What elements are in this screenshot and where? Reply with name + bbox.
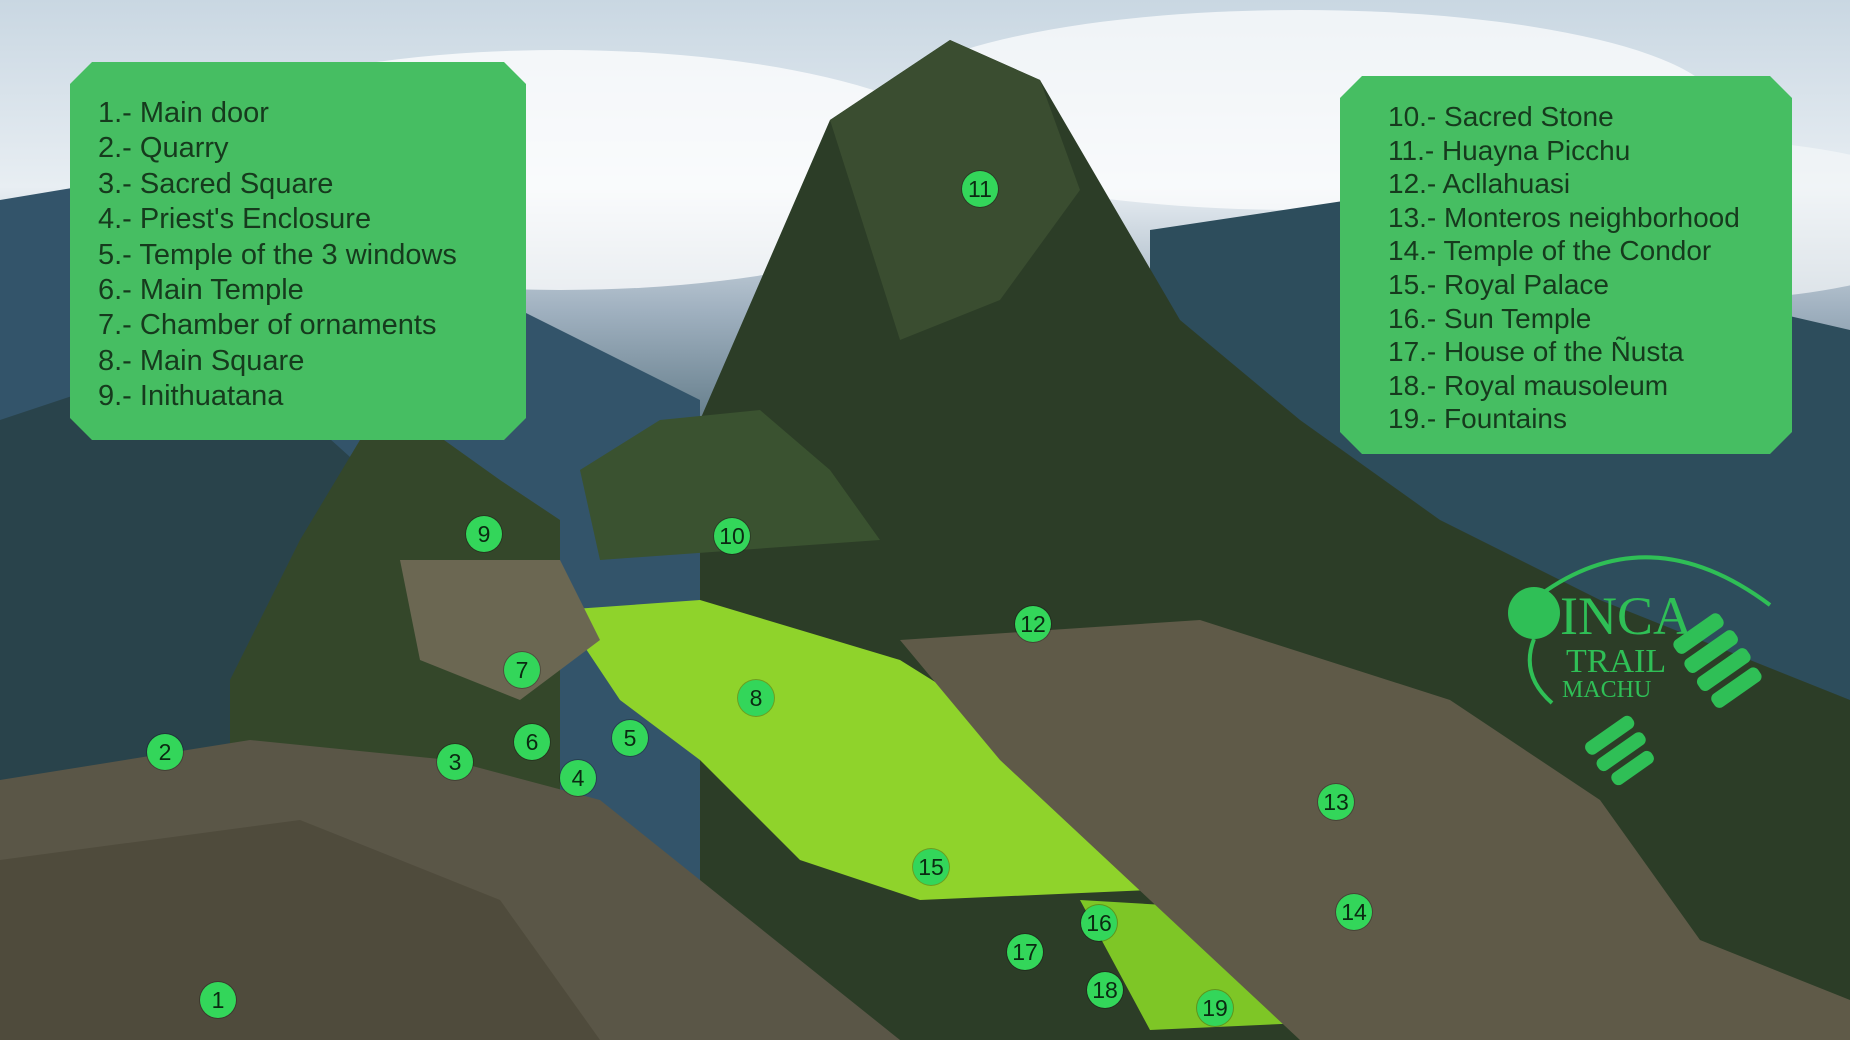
map-marker-1: 1 — [200, 982, 236, 1018]
inca-trail-logo: INCA TRAIL MACHU — [1500, 535, 1800, 795]
map-marker-16: 16 — [1081, 905, 1117, 941]
map-marker-11: 11 — [962, 171, 998, 207]
map-marker-3: 3 — [437, 744, 473, 780]
legend-item: 11.- Huayna Picchu — [1388, 134, 1631, 166]
logo-machu-text: MACHU — [1562, 677, 1652, 703]
map-marker-13: 13 — [1318, 784, 1354, 820]
map-marker-7: 7 — [504, 652, 540, 688]
legend-item: 7.- Chamber of ornaments — [98, 309, 437, 342]
legend-item: 18.- Royal mausoleum — [1388, 369, 1669, 401]
map-marker-14: 14 — [1336, 894, 1372, 930]
legend-item: 14.- Temple of the Condor — [1388, 235, 1712, 267]
legend-right-panel: 10.- Sacred Stone 11.- Huayna Picchu 12.… — [1340, 76, 1792, 454]
legend-item: 4.- Priest's Enclosure — [98, 203, 372, 236]
map-marker-10: 10 — [714, 518, 750, 554]
map-marker-19: 19 — [1197, 990, 1233, 1026]
legend-item: 17.- House of the Ñusta — [1388, 336, 1684, 368]
map-marker-4: 4 — [560, 760, 596, 796]
map-marker-12: 12 — [1015, 606, 1051, 642]
map-marker-17: 17 — [1007, 934, 1043, 970]
logo-trail-text: TRAIL — [1566, 643, 1667, 680]
map-marker-15: 15 — [913, 849, 949, 885]
legend-item: 3.- Sacred Square — [98, 167, 334, 200]
map-marker-5: 5 — [612, 720, 648, 756]
legend-item: 10.- Sacred Stone — [1388, 101, 1614, 132]
legend-item: 13.- Monteros neighborhood — [1388, 201, 1740, 233]
logo-inca-text: INCA — [1560, 586, 1692, 646]
legend-item: 8.- Main Square — [98, 344, 305, 377]
legend-item: 19.- Fountains — [1388, 403, 1567, 435]
legend-item: 9.- Inithuatana — [98, 380, 284, 413]
legend-item: 16.- Sun Temple — [1388, 302, 1592, 334]
map-marker-6: 6 — [514, 724, 550, 760]
legend-item: 5.- Temple of the 3 windows — [98, 238, 457, 271]
boot-print-icon — [1508, 555, 1772, 786]
map-marker-18: 18 — [1087, 972, 1123, 1008]
legend-item: 6.- Main Temple — [98, 274, 304, 307]
legend-item: 12.- Acllahuasi — [1388, 168, 1571, 200]
map-marker-9: 9 — [466, 516, 502, 552]
legend-left-panel: 1.- Main door 2.- Quarry 3.- Sacred Squa… — [70, 62, 526, 440]
map-marker-2: 2 — [147, 734, 183, 770]
legend-item: 1.- Main door — [98, 97, 269, 129]
legend-item: 15.- Royal Palace — [1388, 268, 1610, 300]
map-marker-8: 8 — [738, 680, 774, 716]
legend-item: 2.- Quarry — [98, 132, 229, 165]
